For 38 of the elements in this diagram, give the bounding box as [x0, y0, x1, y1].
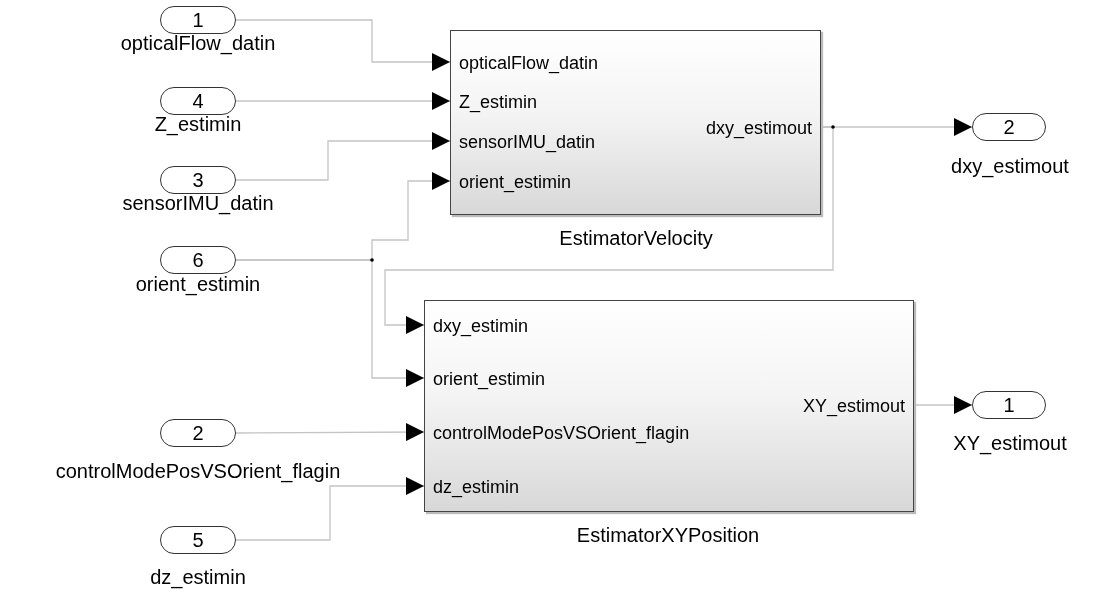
signal-line — [235, 132, 451, 181]
block-name: EstimatorVelocity — [559, 228, 713, 248]
signal-line — [235, 477, 425, 541]
signal-line — [235, 92, 451, 110]
port-name: orient_estimin — [135, 274, 261, 294]
input-port-label: Z_estimin — [451, 90, 651, 114]
subsystem-block — [424, 300, 914, 512]
port-name: dz_estimin — [150, 567, 246, 587]
port-block: 1 — [972, 391, 1046, 419]
input-port-label: orient_estimin — [425, 367, 625, 391]
block-name: EstimatorXYPosition — [576, 525, 760, 545]
port-block: 3 — [160, 166, 236, 194]
port-block: 1 — [160, 6, 236, 34]
port-block: 5 — [160, 526, 236, 554]
port-name: controlModePosVSOrient_flagin — [55, 461, 341, 481]
input-port-label: sensorIMU_datin — [451, 130, 651, 154]
signal-line — [384, 126, 834, 334]
port-name: opticalFlow_datin — [120, 33, 276, 53]
input-port-label: opticalFlow_datin — [451, 51, 651, 75]
output-port-label: dxy_estimout — [672, 116, 822, 140]
input-port-label: orient_estimin — [451, 170, 651, 194]
signal-line — [235, 259, 425, 387]
subsystem-block — [450, 30, 821, 215]
signal-line — [913, 396, 973, 414]
port-name: XY_estimout — [953, 433, 1067, 453]
input-port-label: controlModePosVSOrient_flagin — [425, 421, 755, 445]
port-block: 2 — [160, 419, 236, 447]
input-port-label: dz_estimin — [425, 475, 625, 499]
port-name: dxy_estimout — [951, 156, 1069, 176]
input-port-label: dxy_estimin — [425, 314, 625, 338]
port-block: 2 — [972, 113, 1046, 141]
port-block: 6 — [160, 246, 236, 274]
port-block: 4 — [160, 87, 236, 115]
port-name: Z_estimin — [154, 114, 242, 134]
port-name: sensorIMU_datin — [122, 193, 274, 213]
signal-line — [235, 19, 451, 71]
output-port-label: XY_estimout — [745, 394, 915, 418]
signal-line — [235, 423, 425, 442]
